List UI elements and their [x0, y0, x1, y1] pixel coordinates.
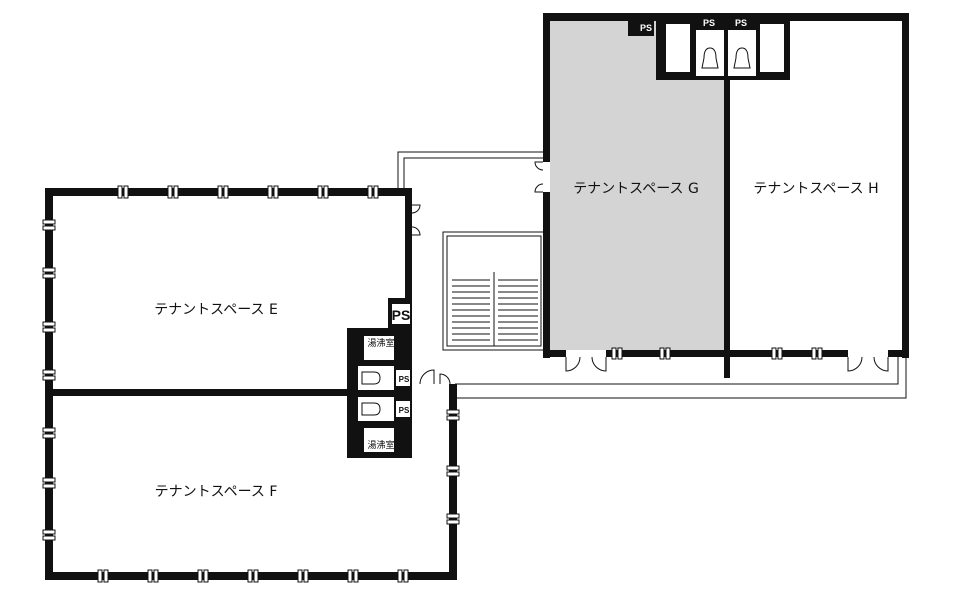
window [42, 219, 56, 225]
window [197, 569, 203, 583]
window [42, 375, 56, 381]
building-ef-walls [45, 188, 457, 580]
windows [42, 185, 460, 583]
window [103, 569, 109, 583]
window [167, 185, 173, 199]
room-label-f: テナントスペース F [155, 484, 278, 500]
window [173, 185, 179, 199]
ps-label: PS [703, 18, 715, 28]
window [42, 273, 56, 279]
window [317, 185, 323, 199]
window [203, 569, 209, 583]
window [42, 483, 56, 489]
windows [611, 347, 823, 360]
building-gh-walls [543, 13, 909, 378]
window [42, 529, 56, 535]
window [403, 569, 409, 583]
window [446, 471, 460, 477]
window [42, 433, 56, 439]
window [153, 569, 159, 583]
window [373, 185, 379, 199]
window [267, 185, 273, 199]
window [217, 185, 223, 199]
window [446, 409, 460, 415]
ps-label: PS [640, 23, 652, 33]
window [446, 415, 460, 421]
window [353, 569, 359, 583]
window [297, 569, 303, 583]
window [117, 185, 123, 199]
ps-label: PS [735, 18, 747, 28]
window [303, 569, 309, 583]
kitchenette-label: 湯沸室 [367, 439, 394, 451]
room-label-h: テナントスペース H [753, 181, 878, 197]
ps-label: PS [399, 375, 410, 384]
window [123, 185, 129, 199]
ps-label: PS [399, 406, 410, 415]
window [446, 465, 460, 471]
window [42, 535, 56, 541]
room-label-g: テナントスペース G [573, 181, 699, 197]
ps-label: PS [392, 307, 411, 323]
window [367, 185, 373, 199]
window [147, 569, 153, 583]
corridor [397, 151, 907, 399]
window [42, 225, 56, 231]
window [42, 321, 56, 327]
window [347, 569, 353, 583]
window [397, 569, 403, 583]
window [446, 513, 460, 519]
window [42, 369, 56, 375]
window [273, 185, 279, 199]
window [323, 185, 329, 199]
window [97, 569, 103, 583]
window [253, 569, 259, 583]
window [42, 427, 56, 433]
window [446, 519, 460, 525]
window [247, 569, 253, 583]
staircase [442, 231, 546, 351]
window [42, 477, 56, 483]
room-label-e: テナントスペース E [154, 302, 278, 318]
window [42, 327, 56, 333]
window [223, 185, 229, 199]
window [42, 267, 56, 273]
kitchenette-label: 湯沸室 [367, 337, 394, 349]
